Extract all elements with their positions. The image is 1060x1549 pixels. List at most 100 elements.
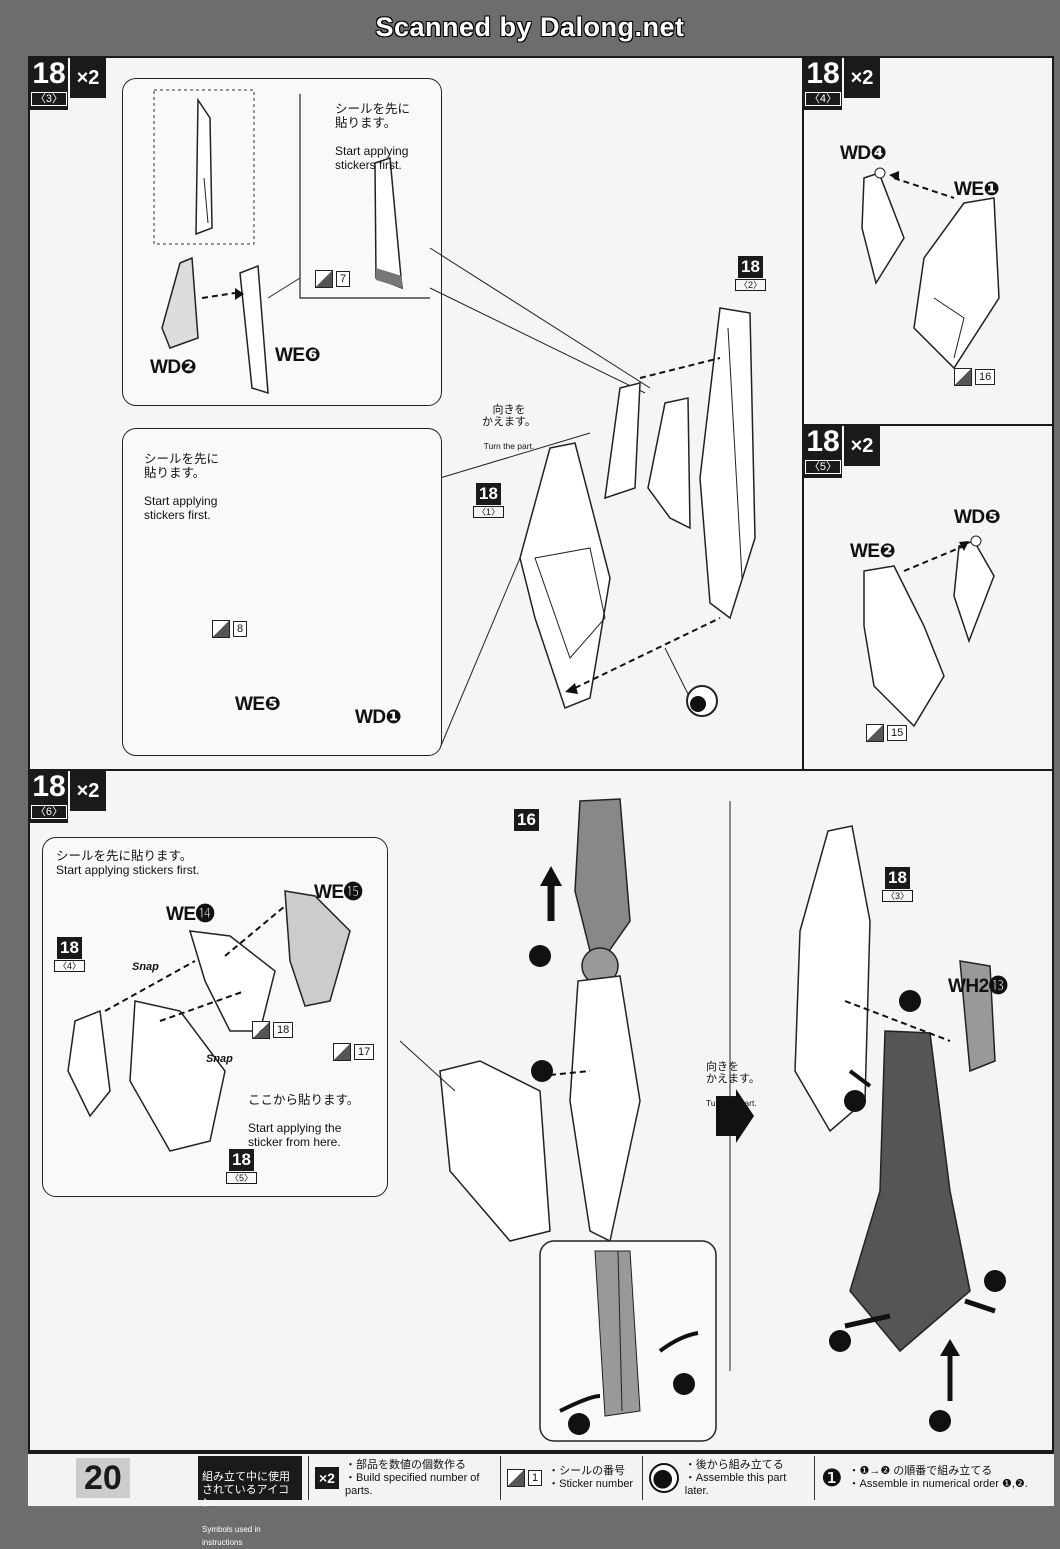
step-number: 18 bbox=[32, 770, 66, 803]
turn-en: Turn the part. bbox=[483, 441, 535, 451]
label-we2: WE❷ bbox=[850, 541, 896, 562]
multiplier-icon: ×2 bbox=[315, 1467, 339, 1489]
legend-item-order: ❶ ・❶→❷ の順番で組み立てる・Assemble in numerical o… bbox=[814, 1456, 1052, 1500]
note-en: Start applying stickers first. bbox=[56, 863, 200, 877]
ref-18-4: 18〈4〉 bbox=[54, 937, 86, 972]
sticker-number: 7 bbox=[336, 271, 351, 287]
legend-jp: ・❶→❷ の順番で組み立てる bbox=[848, 1465, 993, 1477]
step-sub: 〈5〉 bbox=[804, 460, 842, 474]
sticker-icon bbox=[866, 724, 884, 742]
parts-drawing-18-5 bbox=[863, 535, 995, 728]
label-wh2: WH2⓭ bbox=[948, 976, 1008, 997]
legend-jp: ・後から組み立てる bbox=[684, 1458, 784, 1471]
ref-num: 16 bbox=[514, 809, 539, 831]
label-we15: WE⓯ bbox=[314, 882, 363, 903]
sticker-ref-15: 15 bbox=[866, 724, 908, 742]
instruction-page: 18〈3〉 ×2 bbox=[28, 56, 1054, 1503]
sticker-number: 8 bbox=[233, 621, 248, 637]
ref-sub: 〈4〉 bbox=[54, 960, 86, 972]
note-jp: シールを先に 貼ります。 bbox=[335, 102, 411, 130]
ref-sub: 〈2〉 bbox=[735, 279, 767, 291]
snap-label-a: Snap bbox=[132, 961, 159, 973]
sticker-icon bbox=[212, 620, 230, 638]
legend-en: ・Assemble in numerical order ❶,❷. bbox=[848, 1478, 1028, 1490]
legend-item-sticker: 1 ・シールの番号・Sticker number bbox=[500, 1456, 640, 1500]
parts-drawing-18-6 bbox=[67, 798, 1006, 1442]
legend-title: 組み立て中に使用 されているアイコン Symbols used in instr… bbox=[198, 1456, 302, 1547]
ref-sub: 〈5〉 bbox=[226, 1172, 258, 1184]
legend-en: ・Sticker number bbox=[548, 1478, 634, 1490]
ref-sub: 〈3〉 bbox=[882, 890, 914, 902]
label-we6: WE❻ bbox=[275, 345, 321, 366]
note-en: Start applying stickers first. bbox=[335, 144, 409, 172]
step-sub: 〈6〉 bbox=[30, 805, 68, 819]
label-wd1: WD❶ bbox=[355, 707, 402, 728]
legend-text: ・シールの番号・Sticker number bbox=[548, 1465, 633, 1491]
sticker-ref-17: 17 bbox=[333, 1043, 375, 1061]
panel-step-18-3: 18 〈3〉 ×2 bbox=[28, 56, 804, 771]
label-we1: WE❶ bbox=[954, 179, 1000, 200]
note-en: Start applying stickers first. bbox=[144, 494, 218, 522]
label-wd2: WD❷ bbox=[150, 357, 197, 378]
label-we14: WE⓮ bbox=[166, 904, 215, 925]
here-jp: ここから貼ります。 bbox=[248, 1093, 360, 1107]
sticker-number: 15 bbox=[887, 725, 908, 741]
label-we5: WE❺ bbox=[235, 694, 281, 715]
sticker-icon bbox=[333, 1043, 351, 1061]
turn-en: Turn the part. bbox=[706, 1098, 757, 1108]
ref-18-1: 18〈1〉 bbox=[473, 483, 505, 518]
ref-16: 16 bbox=[514, 809, 539, 831]
order-number-icon: ❶ bbox=[821, 1464, 843, 1492]
sticker-number: 1 bbox=[528, 1470, 543, 1486]
sticker-number: 17 bbox=[354, 1044, 375, 1060]
sticker-number: 18 bbox=[273, 1022, 294, 1038]
legend-jp: 組み立て中に使用 されているアイコン bbox=[202, 1471, 290, 1509]
page-number: 20 bbox=[76, 1458, 130, 1498]
legend-text: ・❶→❷ の順番で組み立てる・Assemble in numerical ord… bbox=[849, 1465, 1028, 1491]
note-jp: シールを先に 貼ります。 bbox=[144, 452, 220, 480]
legend-jp: ・部品を数値の個数作る bbox=[344, 1458, 466, 1471]
legend-en: ・Build specified number of parts. bbox=[344, 1471, 480, 1497]
turn-part-note: 向きを かえます。 Turn the part. bbox=[482, 392, 536, 452]
ref-18-2: 18〈2〉 bbox=[735, 256, 767, 291]
step-badge: 18 〈6〉 ×2 bbox=[30, 771, 106, 823]
step-number: 18 bbox=[32, 57, 66, 90]
sticker-ref-8: 8 bbox=[212, 620, 248, 638]
sticker-icon bbox=[954, 368, 972, 386]
panel-step-18-6: 18 〈6〉 ×2 bbox=[28, 769, 1054, 1452]
assemble-later-icon bbox=[649, 1463, 679, 1493]
multiplier: ×2 bbox=[844, 58, 880, 98]
multiplier: ×2 bbox=[70, 771, 106, 811]
sticker-ref-7: 7 bbox=[315, 270, 351, 288]
multiplier: ×2 bbox=[70, 58, 106, 98]
sticker-ref-16: 16 bbox=[954, 368, 996, 386]
ref-num: 18 bbox=[738, 256, 763, 278]
inset-bottom-note: シールを先に 貼ります。 Start applying stickers fir… bbox=[144, 438, 219, 522]
ref-num: 18 bbox=[57, 937, 82, 959]
start-here-note: ここから貼ります。 Start applying the sticker fro… bbox=[248, 1079, 359, 1149]
ref-num: 18 bbox=[476, 483, 501, 505]
legend-en: Symbols used in instructions bbox=[202, 1525, 261, 1547]
step-sub: 〈3〉 bbox=[30, 92, 68, 106]
legend-item-later: ・後から組み立てる・Assemble this part later. bbox=[642, 1456, 812, 1500]
sticker-shape bbox=[507, 1469, 525, 1487]
ref-sub: 〈1〉 bbox=[473, 506, 505, 518]
legend-en: ・Assemble this part later. bbox=[684, 1471, 787, 1497]
here-en: Start applying the sticker from here. bbox=[248, 1121, 342, 1149]
sticker-ref-18: 18 bbox=[252, 1021, 294, 1039]
legend-text: ・後から組み立てる・Assemble this part later. bbox=[685, 1459, 812, 1498]
sticker-icon: 1 bbox=[507, 1469, 543, 1487]
label-wd5: WD❺ bbox=[954, 507, 1001, 528]
ref-18-3: 18〈3〉 bbox=[882, 867, 914, 902]
turn-jp: 向きを かえます。 bbox=[482, 404, 536, 428]
ref-num: 18 bbox=[229, 1149, 254, 1171]
step-badge: 18〈4〉 ×2 bbox=[804, 58, 880, 110]
step-sub: 〈4〉 bbox=[804, 92, 842, 106]
legend-jp: ・シールの番号 bbox=[548, 1465, 626, 1477]
inset-top-note: シールを先に 貼ります。 Start applying stickers fir… bbox=[335, 88, 410, 172]
note-jp: シールを先に貼ります。 bbox=[56, 849, 193, 863]
watermark: Scanned by Dalong.net bbox=[375, 12, 685, 42]
panel-step-18-5: 18〈5〉 ×2 WE❷ WD❺ 15 bbox=[802, 424, 1054, 771]
ref-num: 18 bbox=[885, 867, 910, 889]
footer-legend: 20 組み立て中に使用 されているアイコン Symbols used in in… bbox=[28, 1452, 1054, 1547]
